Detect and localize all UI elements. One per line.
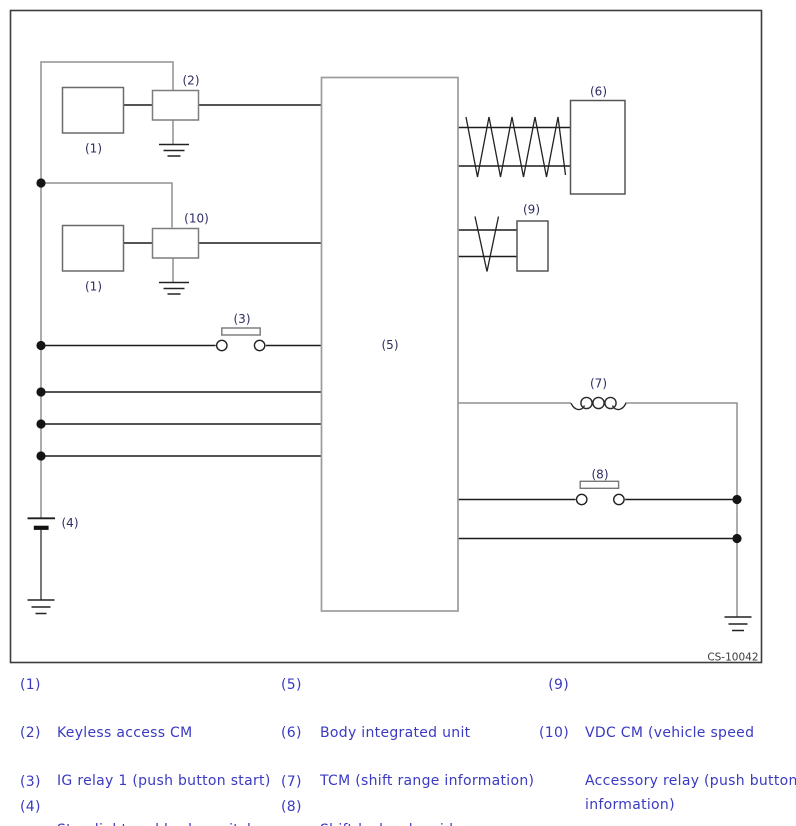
coil-loop [592, 396, 605, 410]
ground-icon-ig-relay [159, 143, 189, 157]
junction-dot [36, 387, 46, 397]
body-integrated-unit-box [320, 76, 459, 612]
junction-dots [36, 178, 742, 544]
tcm-box [569, 99, 626, 195]
legend-item-tcm: (6) TCM (shift range information) [0, 721, 796, 789]
legend-number: (2) [20, 725, 41, 741]
label-brake-switch: (3) [234, 312, 251, 326]
legend-text: IG relay 1 (push button start) [57, 773, 271, 789]
legend-item-stop-light-switch: (3) Stop light and brake switch [0, 770, 796, 826]
keyless-access-cm-box-top [61, 86, 125, 134]
label-tcm: (6) [590, 85, 607, 99]
vdc-can-wires [458, 229, 517, 258]
legend-item-body-integrated-unit: (5) Body integrated unit [0, 673, 796, 741]
legend-number: (8) [281, 799, 302, 815]
legend-number: (7) [281, 774, 302, 790]
switch-bar [221, 327, 261, 336]
shift-lock-solenoid-wire [458, 402, 738, 617]
shift-lock-circuit-schematic: (1) (2) (1) (10) (3) (4) (5) (6) (9) (7)… [9, 9, 763, 664]
label-solenoid: (7) [590, 377, 607, 391]
legend-number: (10) [539, 725, 569, 741]
switch-contact-left [215, 339, 228, 352]
switch-contact-right [253, 339, 266, 352]
junction-dot [36, 451, 46, 461]
switch-contact-right [613, 493, 625, 506]
junction-dot [732, 494, 742, 505]
label-body-integrated-unit: (5) [382, 338, 399, 352]
tcm-twisted-pair-icon [465, 116, 567, 178]
label-accessory-relay: (10) [184, 212, 209, 226]
legend-item-vdc-cm: (9) VDC CM (vehicle speed information) [0, 673, 796, 813]
legend-item-accessory-relay: (10) Accessory relay (push button start) [0, 721, 796, 789]
label-ig-relay: (2) [183, 74, 200, 88]
legend-number: (6) [281, 725, 302, 741]
label-keyless-top: (1) [85, 142, 102, 156]
keyless-access-cm-box-bottom [61, 224, 125, 272]
coil-tail-left [570, 402, 586, 411]
ground-icon-battery [27, 599, 55, 615]
legend-text: Shift lock solenoid [320, 770, 453, 826]
p-range-switch-icon [575, 480, 625, 506]
legend-text: Accessory relay (push button start) [585, 773, 796, 789]
figure-code: CS-10042 [707, 652, 758, 664]
diagram-frame [9, 9, 763, 664]
ground-icon-accessory-relay [159, 281, 189, 295]
junction-dot [732, 533, 742, 544]
accessory-relay-feed-wire [41, 182, 173, 228]
ground-icon-right [724, 616, 752, 632]
legend-text: “P” range switch [320, 795, 442, 826]
coil-tail-right [611, 402, 627, 411]
label-vdc-cm: (9) [523, 203, 540, 217]
legend-number: (5) [281, 677, 302, 693]
junction-dot [36, 340, 46, 351]
power-rail-wire [40, 61, 174, 519]
legend-text: Keyless access CM [57, 725, 193, 741]
switch-bar [579, 480, 620, 489]
junction-dot [36, 178, 46, 188]
coil-loop [580, 396, 593, 410]
legend-text: VDC CM (vehicle speed information) [585, 725, 755, 813]
label-p-range-switch: (8) [592, 468, 609, 482]
label-keyless-bottom: (1) [85, 280, 102, 294]
battery-icon [27, 517, 55, 530]
legend-item-keyless-access-cm: (1) Keyless access CM [0, 673, 796, 741]
label-battery: (4) [62, 516, 79, 530]
legend-item-p-range-switch: (8) “P” range switch [0, 795, 796, 826]
coil-loop [604, 396, 617, 410]
legend-number: (9) [548, 677, 569, 693]
solenoid-coil-icon [570, 396, 627, 411]
accessory-relay-box [151, 227, 200, 259]
legend-item-battery: (4) Battery [0, 795, 796, 826]
legend-text: Body integrated unit [320, 725, 471, 741]
vdc-cm-box [516, 220, 549, 272]
legend-number: (3) [20, 774, 41, 790]
legend-number: (4) [20, 799, 41, 815]
ig-relay-box [151, 89, 200, 121]
junction-dot [36, 419, 46, 429]
legend-text: Stop light and brake switch [57, 770, 256, 826]
legend-item-shift-lock-solenoid: (7) Shift lock solenoid [0, 770, 796, 826]
legend-item-ig-relay: (2) IG relay 1 (push button start) [0, 721, 796, 789]
switch-contact-left [575, 493, 588, 506]
legend-text: TCM (shift range information) [320, 773, 535, 789]
legend-number: (1) [20, 677, 41, 693]
stop-light-brake-switch-icon [215, 327, 266, 352]
vdc-twisted-pair-icon [474, 216, 500, 272]
